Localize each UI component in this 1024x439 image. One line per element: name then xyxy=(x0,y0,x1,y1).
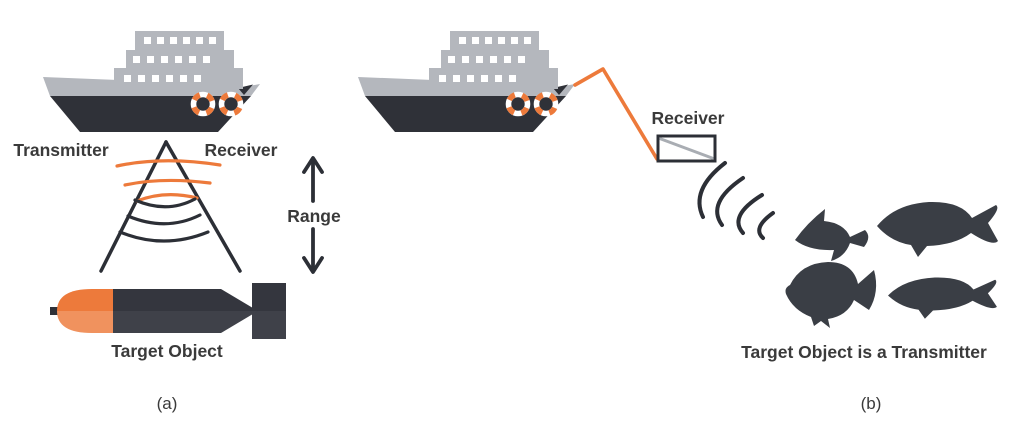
fish-icon xyxy=(888,277,997,319)
panel-b-caption: (b) xyxy=(861,394,882,413)
fish-icon xyxy=(785,262,877,328)
tow-cable-icon xyxy=(573,67,659,161)
fish-icon xyxy=(877,201,998,257)
torpedo-nose-tip xyxy=(50,307,59,315)
receiver-label-b: Receiver xyxy=(652,108,725,128)
sound-wave-icon xyxy=(697,161,775,240)
sonar-beam-icon xyxy=(99,140,242,273)
torpedo-body xyxy=(113,289,258,333)
receiver-label-a: Receiver xyxy=(205,140,278,160)
transmitter-label: Transmitter xyxy=(13,140,108,160)
panel-a-caption: (a) xyxy=(157,394,178,413)
receiver-box-icon xyxy=(656,134,717,163)
fish-school xyxy=(785,201,998,328)
torpedo-nose xyxy=(57,289,113,333)
transmit-wave-icon xyxy=(118,197,210,243)
range-label: Range xyxy=(287,206,341,226)
target-object-label: Target Object xyxy=(111,341,223,361)
torpedo-icon xyxy=(50,283,286,339)
target-object-transmitter-label: Target Object is a Transmitter xyxy=(741,342,987,362)
ship-icon xyxy=(358,31,575,132)
range-arrow-icon xyxy=(302,156,324,274)
panel-b: Receiver Target Object is a Transmitter … xyxy=(358,31,998,413)
ship-icon xyxy=(43,31,260,132)
fish-icon xyxy=(795,209,869,261)
echo-wave-icon xyxy=(115,159,222,203)
panel-a: Transmitter Receiver Range xyxy=(13,31,341,413)
